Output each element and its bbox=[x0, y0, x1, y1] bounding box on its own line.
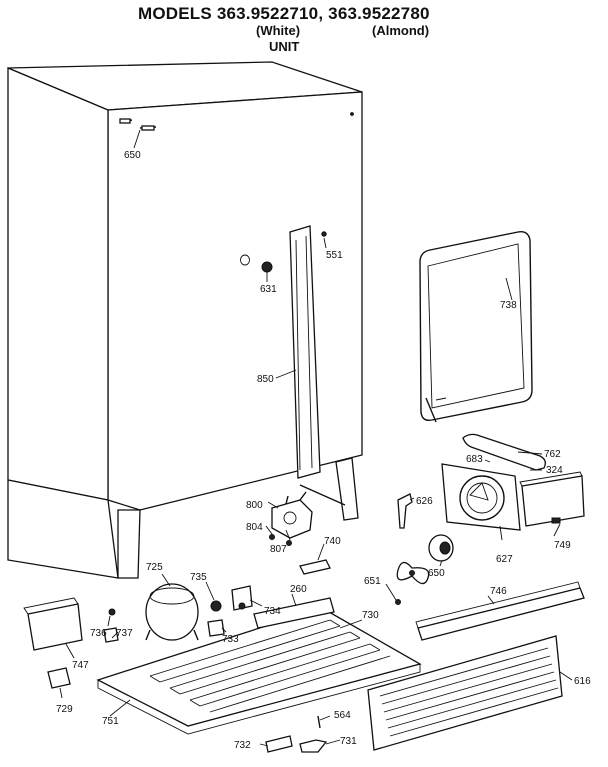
callout-631: 631 bbox=[260, 284, 277, 295]
water-valve-800 bbox=[269, 491, 313, 546]
callout-729: 729 bbox=[56, 704, 73, 715]
fan-housing-627 bbox=[441, 463, 521, 531]
callout-746: 746 bbox=[490, 586, 507, 597]
fan-motor-650 bbox=[428, 534, 454, 562]
section-unit-label: UNIT bbox=[269, 39, 300, 54]
callout-740: 740 bbox=[324, 536, 341, 547]
rail-746 bbox=[415, 581, 585, 641]
leader-lines bbox=[59, 129, 573, 747]
color-almond-label: (Almond) bbox=[372, 23, 430, 38]
refrigerator-cabinet bbox=[7, 61, 363, 579]
callout-260: 260 bbox=[290, 584, 307, 595]
condenser-coil-730 bbox=[149, 597, 391, 713]
callout-735: 735 bbox=[190, 572, 207, 583]
rear-grille-616 bbox=[367, 635, 563, 751]
door-gasket-738 bbox=[419, 230, 533, 423]
bracket-626 bbox=[397, 493, 413, 529]
callout-737: 737 bbox=[116, 628, 133, 639]
callout-850: 850 bbox=[257, 374, 274, 385]
callout-626: 626 bbox=[416, 496, 433, 507]
callout-616: 616 bbox=[574, 676, 591, 687]
callout-564: 564 bbox=[334, 710, 351, 721]
callout-738: 738 bbox=[500, 300, 517, 311]
callout-650-hinge: 650 bbox=[124, 150, 141, 161]
callout-627: 627 bbox=[496, 554, 513, 565]
relay-parts bbox=[103, 585, 253, 643]
callout-734: 734 bbox=[264, 606, 281, 617]
callout-651: 651 bbox=[364, 576, 381, 587]
compressor-725 bbox=[145, 583, 222, 641]
color-white-label: (White) bbox=[256, 23, 301, 38]
callout-324: 324 bbox=[546, 465, 563, 476]
callout-749: 749 bbox=[554, 540, 571, 551]
callout-751: 751 bbox=[102, 716, 119, 727]
callout-804: 804 bbox=[246, 522, 263, 533]
duct-762 bbox=[462, 433, 546, 471]
diagram-title: MODELS 363.9522710, 363.9522780 bbox=[138, 4, 430, 23]
callout-725: 725 bbox=[146, 562, 163, 573]
callout-labels: 650 551 631 850 738 762 683 324 626 800 … bbox=[56, 150, 591, 751]
callout-736: 736 bbox=[90, 628, 107, 639]
callout-650-motor: 650 bbox=[428, 568, 445, 579]
cover-747 bbox=[23, 597, 83, 651]
panel-749 bbox=[519, 471, 585, 527]
callout-730: 730 bbox=[362, 610, 379, 621]
clip-740 bbox=[299, 559, 331, 575]
callout-800: 800 bbox=[246, 500, 263, 511]
callout-747: 747 bbox=[72, 660, 89, 671]
callout-551: 551 bbox=[326, 250, 343, 261]
callout-731: 731 bbox=[340, 736, 357, 747]
callout-762: 762 bbox=[544, 449, 561, 460]
callout-807: 807 bbox=[270, 544, 287, 555]
callout-733: 733 bbox=[222, 634, 239, 645]
part-729 bbox=[47, 667, 71, 689]
callout-732: 732 bbox=[234, 740, 251, 751]
callout-683: 683 bbox=[466, 454, 483, 465]
fan-blade-651 bbox=[395, 561, 430, 605]
bottom-small-parts bbox=[238, 602, 328, 753]
base-pan-751 bbox=[96, 607, 422, 735]
